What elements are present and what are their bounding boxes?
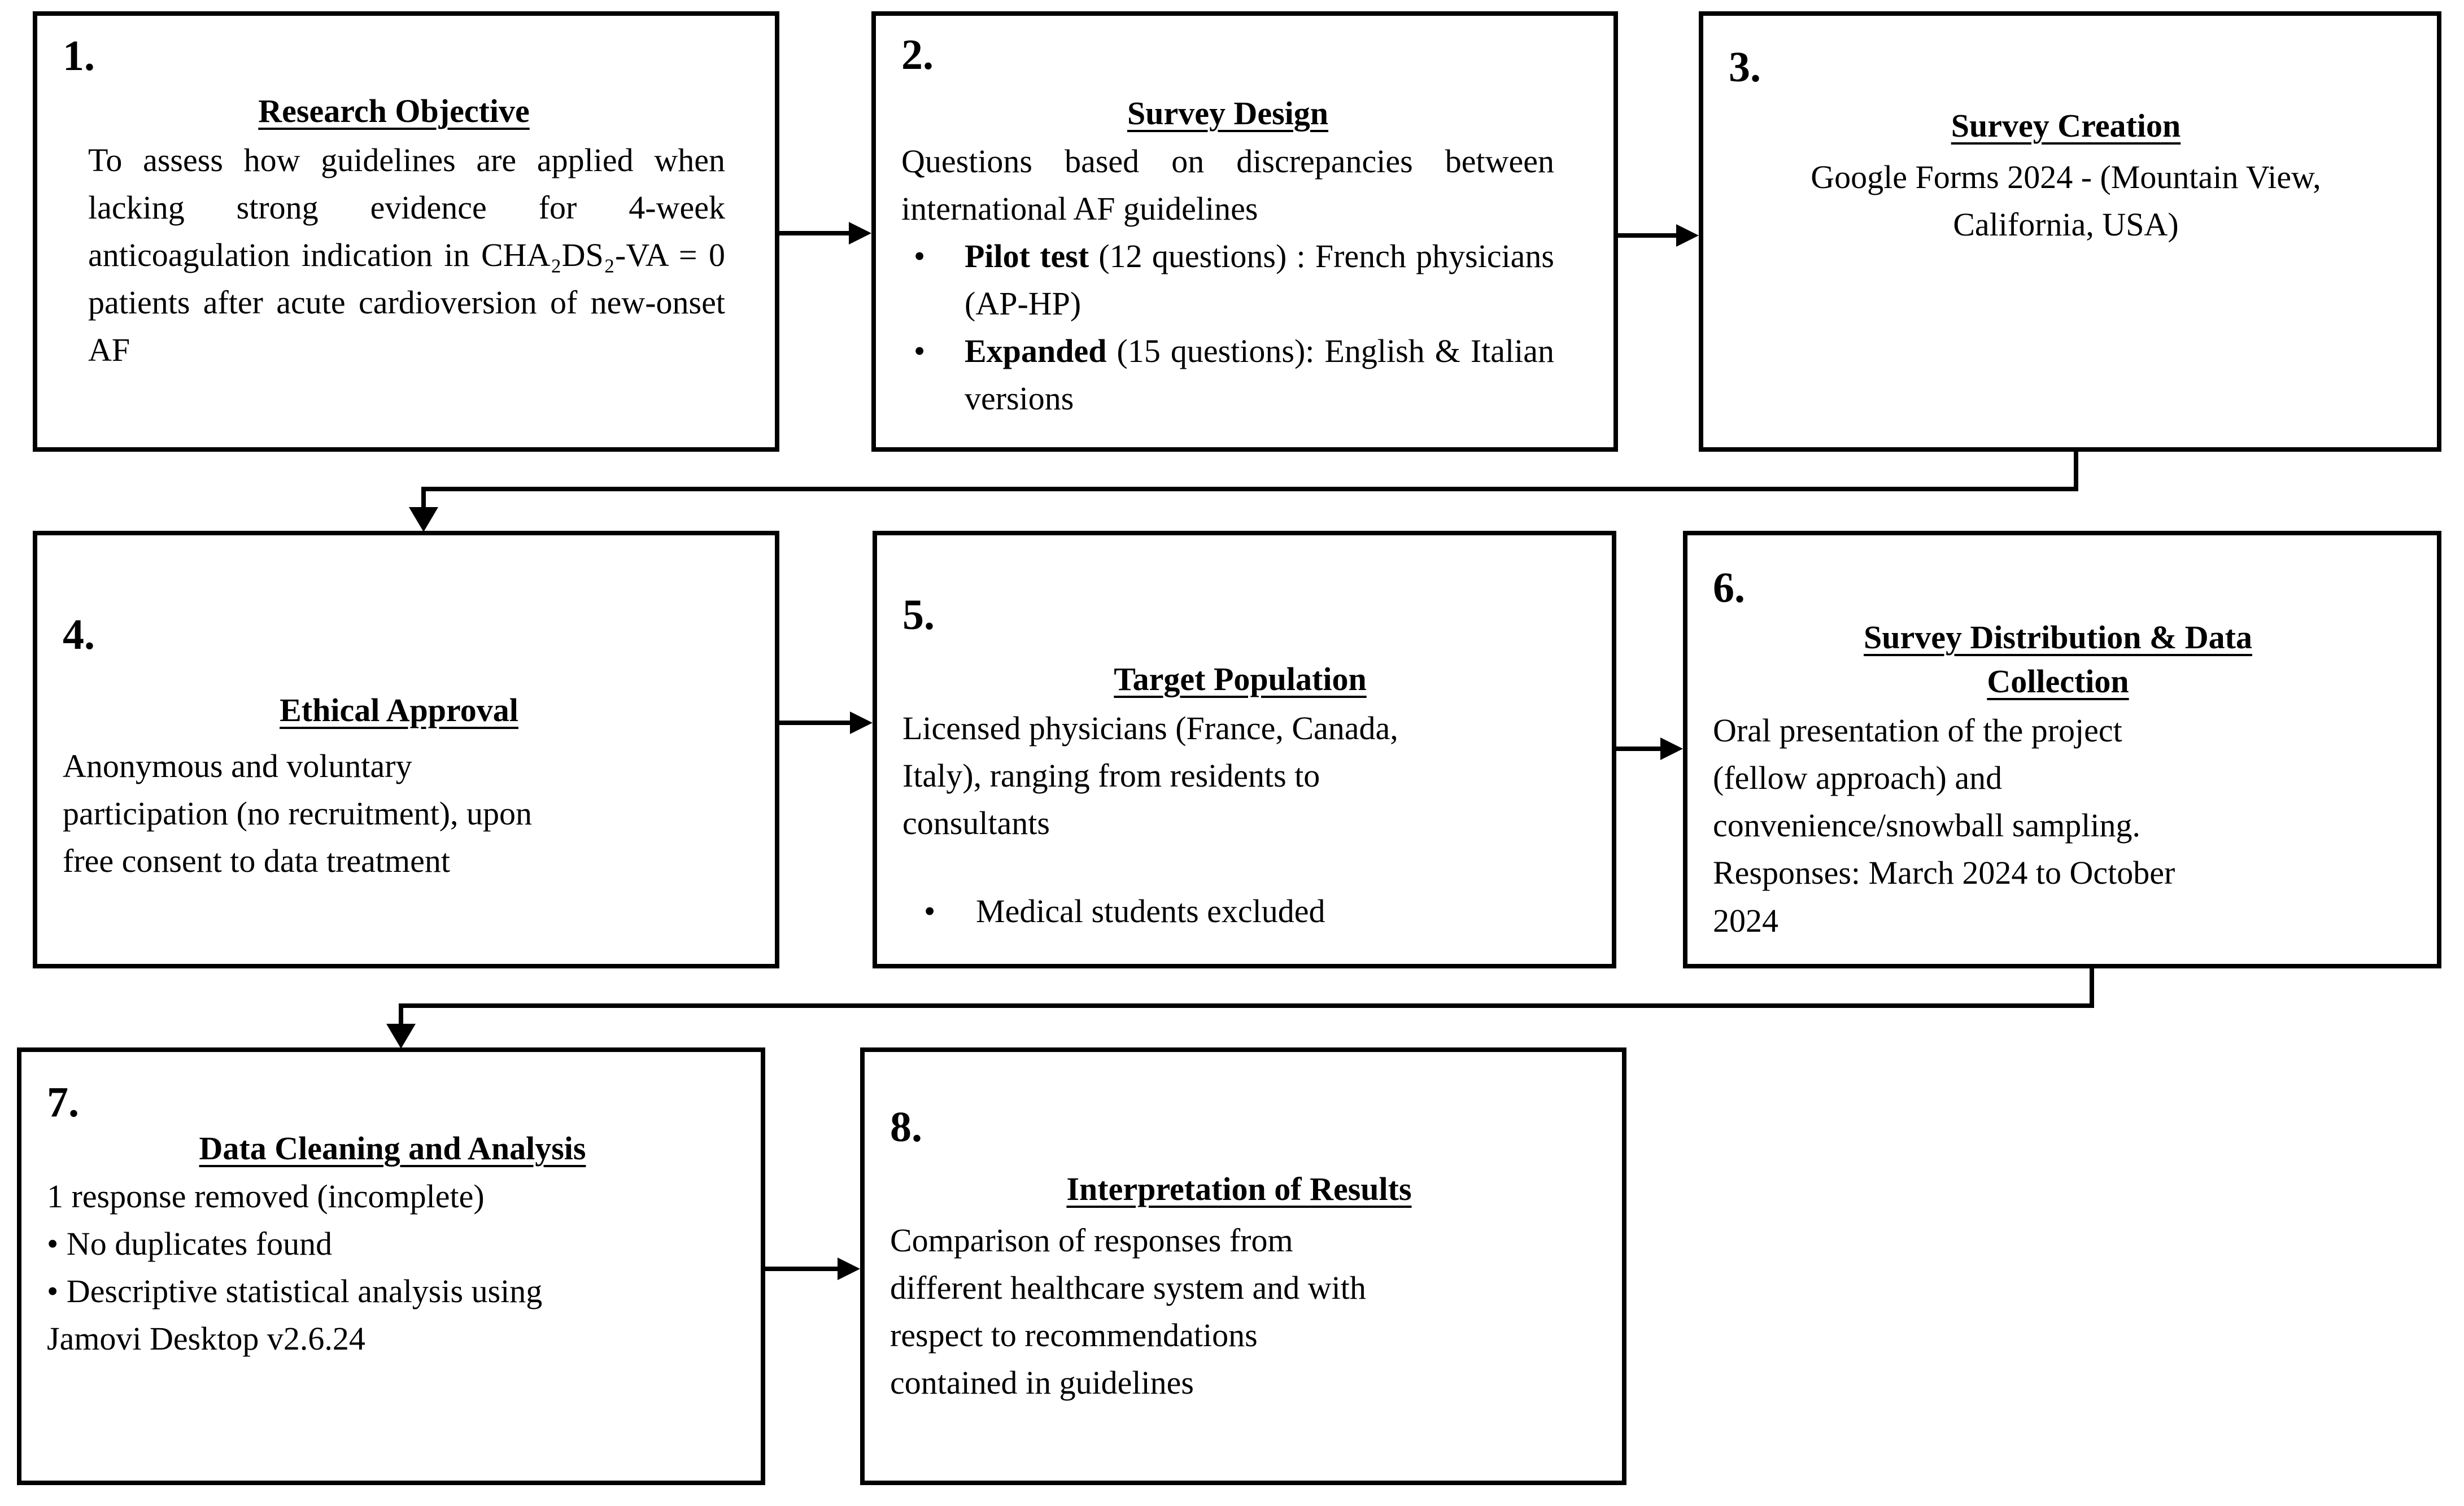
connector-3-4-stem <box>421 491 426 513</box>
step-number: 7. <box>47 1079 79 1126</box>
step-number: 6. <box>1713 564 1745 612</box>
arrow-shaft <box>1616 747 1664 751</box>
list-item: • Medical students excluded <box>902 888 1578 935</box>
arrow-4-5 <box>779 711 873 734</box>
step-box-1: 1. Research Objective To assess how guid… <box>33 11 779 452</box>
step-box-2: 2. Survey Design Questions based on disc… <box>871 11 1618 452</box>
arrowhead-down-icon <box>409 507 438 532</box>
list-item-lead: Pilot test <box>965 238 1089 275</box>
bullet-icon: • <box>914 333 926 370</box>
bullet-icon: • <box>924 893 936 930</box>
step-number: 4. <box>63 611 95 658</box>
arrow-shaft <box>779 231 852 235</box>
step-title: Data Cleaning and Analysis <box>199 1129 586 1167</box>
step-body: Google Forms 2024 - (Mountain View, Cali… <box>1811 158 2321 243</box>
step-body: 1 response removed (incomplete) • No dup… <box>47 1177 543 1357</box>
list-item: • Pilot test (12 questions) : French phys… <box>901 233 1554 328</box>
step-body: Anonymous and voluntary participation (n… <box>63 747 533 880</box>
step-body: Questions based on discrepancies between… <box>901 142 1554 227</box>
step-title: Ethical Approval <box>280 691 518 728</box>
list-item-text: Medical students excluded <box>976 893 1325 930</box>
step-title: Target Population <box>1114 660 1367 697</box>
step-box-4: 4. Ethical Approval Anonymous and volunt… <box>33 531 779 968</box>
step-title: Survey Creation <box>1951 107 2181 144</box>
step-number: 1. <box>63 32 95 80</box>
arrow-5-6 <box>1616 737 1683 760</box>
arrowhead-right-icon <box>1660 737 1683 760</box>
bullet-list: • Medical students excluded <box>902 888 1578 935</box>
step-body: Oral presentation of the project (fellow… <box>1713 712 2175 939</box>
arrowhead-right-icon <box>850 711 873 734</box>
connector-6-7-stem <box>399 1008 403 1028</box>
arrow-shaft <box>779 721 853 725</box>
step-box-8: 8. Interpretation of Results Comparison … <box>860 1047 1626 1485</box>
list-item: • Expanded (15 questions): English & Ital… <box>901 328 1554 422</box>
connector-3-4-drop <box>2074 452 2078 491</box>
step-body: Licensed physicians (France, Canada, Ita… <box>902 709 1398 842</box>
step-box-7: 7. Data Cleaning and Analysis 1 response… <box>17 1047 765 1485</box>
step-title: Survey Distribution & Data Collection <box>1864 618 2252 700</box>
arrowhead-right-icon <box>849 222 871 245</box>
arrowhead-right-icon <box>838 1258 860 1280</box>
connector-6-7-drop <box>2090 968 2094 1008</box>
arrow-1-2 <box>779 222 871 245</box>
step-number: 2. <box>901 31 934 78</box>
arrow-shaft <box>1618 233 1680 238</box>
connector-6-7-horizontal <box>399 1003 2094 1008</box>
arrow-7-8 <box>765 1258 860 1280</box>
step-box-6: 6. Survey Distribution & Data Collection… <box>1683 531 2441 968</box>
step-title: Survey Design <box>1127 94 1329 132</box>
bullet-icon: • <box>914 238 926 275</box>
step-box-3: 3. Survey Creation Google Forms 2024 - (… <box>1699 11 2441 452</box>
arrow-shaft <box>765 1267 841 1271</box>
step-title: Research Objective <box>258 92 530 129</box>
step-body: Comparison of responses from different h… <box>890 1221 1366 1402</box>
arrowhead-down-icon <box>386 1024 416 1049</box>
bullet-list: • Pilot test (12 questions) : French phys… <box>901 233 1554 422</box>
step-number: 3. <box>1729 43 1761 91</box>
step-number: 8. <box>890 1103 922 1151</box>
step-body: To assess how guidelines are applied whe… <box>88 141 725 369</box>
list-item-text: (12 questions) : French physicians (AP-H… <box>965 238 1554 322</box>
connector-3-4-horizontal <box>421 487 2078 491</box>
step-box-5: 5. Target Population Licensed physicians… <box>873 531 1616 968</box>
arrow-2-3 <box>1618 224 1699 247</box>
step-number: 5. <box>902 591 935 639</box>
step-title: Interpretation of Results <box>1066 1170 1412 1207</box>
arrowhead-right-icon <box>1676 224 1699 247</box>
list-item-lead: Expanded <box>965 333 1107 370</box>
list-item-text: (15 questions): English & Italian versio… <box>965 333 1554 417</box>
